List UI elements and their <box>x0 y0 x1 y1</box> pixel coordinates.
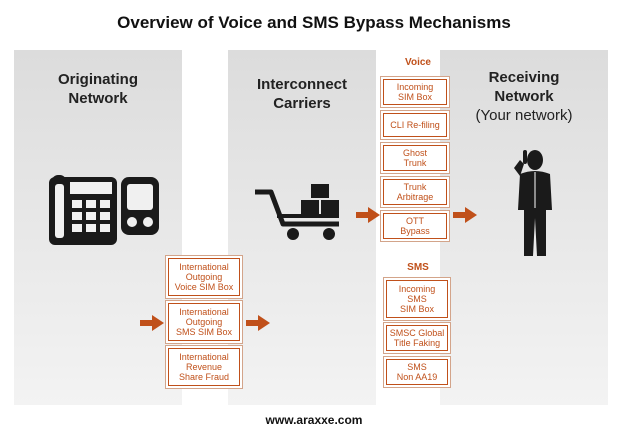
voice-box-line: Arbitrage <box>396 192 434 202</box>
voice-box-line: CLI Re-filing <box>390 120 440 130</box>
interconnect-title-line2: Carriers <box>273 95 331 112</box>
cart-icon <box>253 182 341 242</box>
sms-box-line: Incoming <box>398 284 436 294</box>
voice-box-line: SIM Box <box>397 92 432 102</box>
origin-box-line: Revenue <box>185 362 223 372</box>
voice-box-line: OTT <box>405 216 424 226</box>
person-on-phone-icon <box>512 148 558 258</box>
sms-label: SMS <box>407 262 429 273</box>
arrow-voice-boxes-to-receiving <box>453 207 477 223</box>
mobile-phone-icon <box>120 176 160 236</box>
sms-box-line: Title Faking <box>393 338 441 348</box>
footer-url: www.araxxe.com <box>265 413 363 427</box>
diagram-title: Overview of Voice and SMS Bypass Mechani… <box>117 13 511 32</box>
sms-box-line: SMS <box>407 362 427 372</box>
voice-label: Voice <box>405 57 431 68</box>
receiving-network-panel: Receiving Network (Your network) <box>440 50 608 405</box>
origin-box-line: International <box>179 307 229 317</box>
voice-box-line: Bypass <box>400 226 430 236</box>
originating-title-line1: Originating <box>58 71 138 88</box>
sms-box-line: SIM Box <box>399 304 434 314</box>
originating-title-line2: Network <box>68 90 128 107</box>
sms-box-line: Non AA19 <box>396 372 438 382</box>
origin-box-line: Share Fraud <box>178 372 230 382</box>
voice-box-line: Incoming <box>396 82 434 92</box>
voice-box-line: Trunk <box>403 182 427 192</box>
origin-box-line: International <box>179 352 229 362</box>
interconnect-title-line1: Interconnect <box>256 76 347 93</box>
voice-box-cli-refiling: CLI Re-filing <box>383 113 447 137</box>
origin-box-line: Outgoing <box>185 317 223 327</box>
origin-box-line: Outgoing <box>185 272 223 282</box>
sms-box-line: SMSC Global <box>389 328 445 338</box>
receiving-subtitle: (Your network) <box>475 107 573 124</box>
receiving-title-line2: Network <box>494 88 554 105</box>
arrow-interconnect-to-voice-boxes <box>356 207 380 223</box>
origin-box-line: International <box>179 262 229 272</box>
interconnect-carriers-panel: Interconnect Carriers <box>228 50 376 405</box>
arrow-origin-to-interconnect <box>246 315 270 331</box>
receiving-title-line1: Receiving <box>488 69 560 86</box>
sms-box-line: SMS <box>407 294 427 304</box>
origin-box-line: Voice SIM Box <box>174 282 234 292</box>
voice-box-line: Trunk <box>403 158 427 168</box>
desk-phone-icon <box>48 174 118 246</box>
voice-box-line: Ghost <box>402 148 427 158</box>
origin-box-line: SMS SIM Box <box>175 327 232 337</box>
arrow-into-origin-boxes <box>140 315 164 331</box>
